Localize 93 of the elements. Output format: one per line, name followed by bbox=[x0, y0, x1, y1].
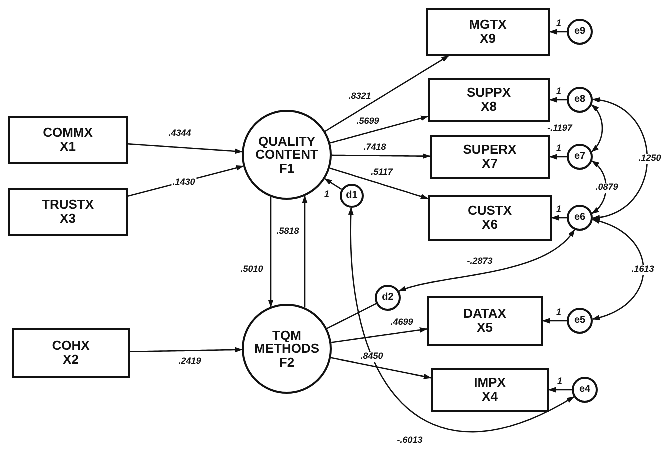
variable-name: e7 bbox=[574, 152, 586, 162]
error-circle bbox=[375, 285, 401, 311]
error-circle bbox=[567, 144, 593, 170]
path-arrow bbox=[330, 168, 429, 200]
edge-label: .0879 bbox=[594, 183, 620, 193]
edge-label: 1 bbox=[556, 205, 562, 215]
edge-label: 1 bbox=[324, 190, 330, 200]
variable-code: F1 bbox=[279, 162, 295, 176]
edge-label: .5010 bbox=[240, 265, 264, 275]
variable-code: X2 bbox=[63, 353, 79, 367]
edge-label: .1430 bbox=[172, 178, 196, 188]
covariance-arrow bbox=[348, 207, 575, 433]
edge-label: 1 bbox=[556, 19, 562, 29]
path-arrow bbox=[332, 154, 431, 160]
variable-name: TQM METHODS bbox=[254, 328, 320, 356]
edge-label: 1 bbox=[556, 87, 562, 97]
variable-code: X4 bbox=[482, 390, 498, 404]
variable-name: e4 bbox=[579, 384, 591, 396]
path-arrow bbox=[549, 29, 568, 35]
edge-label: .1613 bbox=[630, 265, 656, 275]
edge-label: 1 bbox=[556, 308, 562, 318]
covariance-arrow bbox=[591, 104, 604, 152]
variable-box bbox=[8, 188, 128, 236]
variable-name: COMMX bbox=[43, 126, 93, 140]
covariance-arrow bbox=[592, 218, 644, 321]
path-arrow bbox=[268, 197, 274, 308]
variable-box bbox=[431, 368, 549, 412]
variable-name: d2 bbox=[382, 292, 394, 304]
variable-name: e8 bbox=[574, 94, 586, 106]
edge-label: .8450 bbox=[360, 352, 384, 362]
variable-name: COHX bbox=[52, 339, 90, 353]
variable-name: SUPPX bbox=[466, 86, 512, 100]
edge-label: .4344 bbox=[168, 129, 192, 139]
variable-box bbox=[8, 116, 128, 164]
path-arrow bbox=[542, 318, 568, 324]
variable-box bbox=[12, 328, 130, 378]
path-arrow bbox=[549, 154, 568, 160]
variable-name: IMPX bbox=[474, 376, 506, 390]
path-arrow bbox=[549, 97, 568, 103]
edge-label: -.1197 bbox=[546, 124, 574, 134]
error-circle bbox=[572, 377, 598, 403]
edge-label: .8321 bbox=[348, 92, 372, 102]
variable-name: QUALITY CONTENT bbox=[254, 134, 320, 162]
edge-label: .5117 bbox=[370, 168, 394, 178]
variable-box bbox=[430, 135, 550, 179]
variable-box bbox=[428, 78, 550, 122]
variable-name: CUSTX bbox=[468, 204, 512, 218]
error-circle bbox=[567, 87, 593, 113]
variable-name: DATAX bbox=[464, 307, 506, 321]
edge-label: 1 bbox=[556, 377, 564, 387]
variable-code: X3 bbox=[60, 212, 76, 226]
variable-code: X1 bbox=[60, 140, 76, 154]
path-arrow bbox=[548, 387, 572, 393]
path-arrow bbox=[330, 116, 429, 144]
edge-label: .4699 bbox=[390, 318, 414, 328]
variable-name: MGTX bbox=[469, 18, 507, 32]
variable-name: SUPERX bbox=[463, 143, 517, 157]
covariance-arrow bbox=[592, 98, 648, 220]
path-arrow bbox=[324, 178, 342, 190]
edge-label: .5699 bbox=[356, 117, 380, 127]
path-arrow bbox=[330, 357, 432, 380]
variable-box bbox=[427, 296, 543, 346]
variable-name: d1 bbox=[346, 190, 358, 202]
variable-code: X5 bbox=[477, 321, 493, 335]
path-arrow bbox=[302, 195, 308, 308]
variable-box bbox=[426, 8, 550, 56]
variable-name: e5 bbox=[574, 316, 586, 326]
variable-name: e6 bbox=[574, 212, 586, 224]
edge-label: .2419 bbox=[178, 357, 202, 367]
edge-label: -.2873 bbox=[466, 257, 494, 267]
edge-label: .1250 bbox=[638, 154, 662, 164]
error-circle bbox=[340, 184, 364, 208]
error-circle bbox=[567, 308, 593, 334]
edge-label: .5818 bbox=[276, 227, 300, 237]
covariance-arrow bbox=[398, 229, 576, 292]
path-arrow bbox=[325, 55, 450, 132]
variable-box bbox=[428, 195, 552, 241]
error-circle bbox=[567, 19, 593, 45]
edge-label: -.6013 bbox=[396, 436, 424, 446]
path-arrow bbox=[331, 327, 428, 344]
edge-label: .7418 bbox=[362, 143, 388, 153]
edge-label: 1 bbox=[556, 144, 562, 154]
variable-name: TRUSTX bbox=[42, 198, 94, 212]
path-arrow bbox=[551, 215, 568, 221]
path-arrow bbox=[128, 143, 243, 154]
variable-code: X9 bbox=[480, 32, 496, 46]
path-arrow bbox=[130, 347, 243, 353]
error-circle bbox=[567, 205, 593, 231]
variable-code: X6 bbox=[482, 218, 498, 232]
variable-code: F2 bbox=[279, 356, 295, 370]
variable-code: X7 bbox=[482, 157, 498, 171]
variable-name: e9 bbox=[574, 26, 586, 38]
variable-code: X8 bbox=[481, 100, 497, 114]
